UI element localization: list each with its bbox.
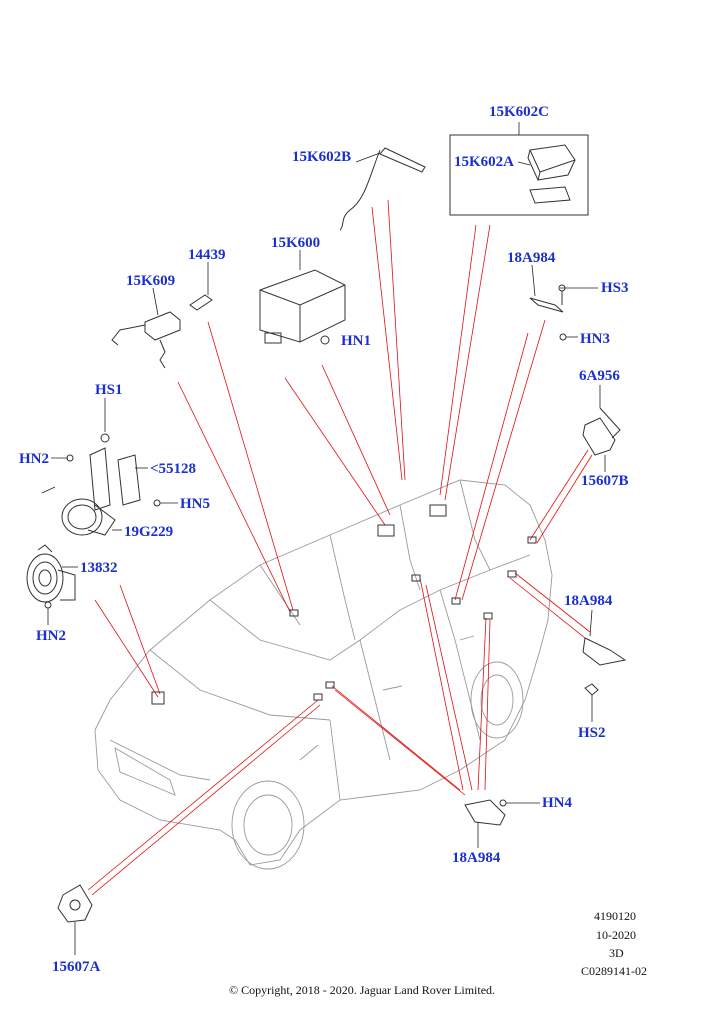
label-hn2-bottom[interactable]: HN2 — [36, 628, 66, 644]
label-19g229[interactable]: 19G229 — [124, 524, 174, 540]
label-18a984-bottom[interactable]: 18A984 — [452, 850, 501, 866]
label-15607a[interactable]: 15607A — [52, 959, 101, 975]
diagram-parts — [26, 122, 627, 955]
label-15k602c[interactable]: 15K602C — [489, 104, 549, 120]
diagram-date: 10-2020 — [596, 928, 636, 942]
label-15k609[interactable]: 15K609 — [126, 273, 176, 289]
label-hn2-top[interactable]: HN2 — [19, 451, 49, 467]
label-55128[interactable]: <55128 — [150, 461, 197, 477]
label-18a984-right[interactable]: 18A984 — [564, 593, 613, 609]
label-hs3[interactable]: HS3 — [601, 280, 629, 296]
leader-lines — [87, 199, 593, 896]
diagram-id: 4190120 — [594, 909, 636, 923]
label-18a984-top[interactable]: 18A984 — [507, 250, 556, 266]
label-hs2[interactable]: HS2 — [578, 725, 606, 741]
label-hn3[interactable]: HN3 — [580, 331, 610, 347]
label-15k602b[interactable]: 15K602B — [292, 149, 352, 165]
label-hs1[interactable]: HS1 — [95, 382, 123, 398]
label-hn4[interactable]: HN4 — [542, 795, 572, 811]
vehicle-outline — [94, 479, 553, 870]
label-15k600[interactable]: 15K600 — [271, 235, 321, 251]
label-hn5[interactable]: HN5 — [180, 496, 210, 512]
label-15k602a[interactable]: 15K602A — [454, 154, 514, 170]
label-hn1[interactable]: HN1 — [341, 333, 371, 349]
label-6a956[interactable]: 6A956 — [579, 368, 620, 384]
label-14439[interactable]: 14439 — [188, 247, 226, 263]
copyright-notice: © Copyright, 2018 - 2020. Jaguar Land Ro… — [228, 983, 496, 997]
label-13832[interactable]: 13832 — [80, 560, 118, 576]
diagram-code: C0289141-02 — [581, 964, 647, 978]
diagram-type: 3D — [609, 946, 624, 960]
label-15607b[interactable]: 15607B — [581, 473, 629, 489]
